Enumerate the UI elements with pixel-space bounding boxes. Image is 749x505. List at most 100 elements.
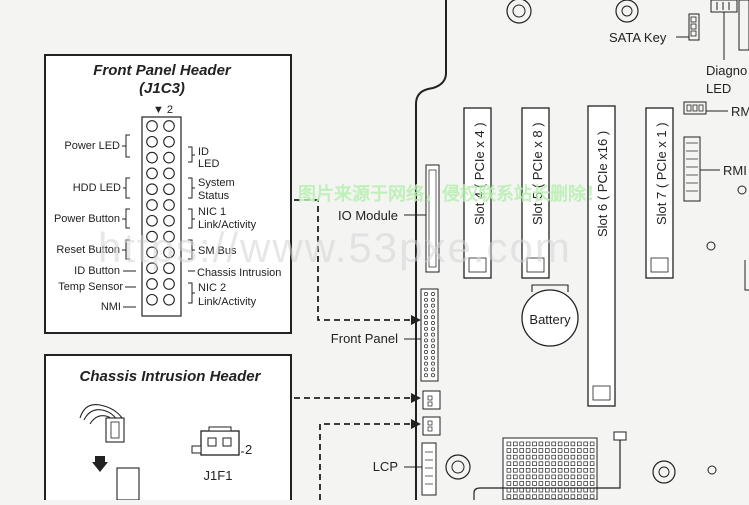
heatsink-cell bbox=[513, 474, 518, 480]
j1f1-pin-number: 2 bbox=[245, 442, 252, 457]
heatsink-cell bbox=[589, 448, 595, 453]
board-pin bbox=[431, 297, 435, 302]
header-pin bbox=[146, 262, 158, 275]
board-pin bbox=[431, 350, 435, 354]
header-pin bbox=[146, 151, 158, 164]
board-pin bbox=[424, 315, 428, 320]
heatsink-cell bbox=[557, 448, 563, 453]
right-brackets bbox=[188, 146, 195, 304]
heatsink-cell bbox=[583, 481, 588, 486]
heatsink-cell bbox=[564, 474, 569, 480]
heatsink-cell bbox=[589, 494, 595, 499]
lcp-label: LCP bbox=[373, 459, 398, 474]
heatsink-cell bbox=[538, 468, 544, 473]
heatsink-cell bbox=[506, 461, 512, 466]
heatsink-cell bbox=[519, 481, 524, 486]
heatsink-cell bbox=[570, 468, 576, 473]
label-hdd-led: HDD LED bbox=[73, 182, 121, 194]
front-panel-header-title: Front Panel Header bbox=[93, 62, 232, 79]
diagnostic-led-block bbox=[710, 0, 749, 60]
front-panel-connector bbox=[404, 288, 439, 382]
board-pin bbox=[424, 321, 428, 325]
heatsink-cell bbox=[570, 494, 576, 499]
board-pin bbox=[431, 315, 435, 320]
rm-label-1: RM bbox=[731, 104, 749, 119]
heatsink-cell bbox=[589, 441, 595, 447]
header-pin-block bbox=[141, 116, 182, 317]
board-pin bbox=[424, 297, 428, 302]
heatsink-cell bbox=[519, 441, 524, 447]
heatsink-cell bbox=[545, 468, 550, 473]
label-power-button: Power Button bbox=[54, 213, 120, 225]
arrow-head-front-panel bbox=[411, 315, 421, 325]
board-pin bbox=[424, 350, 428, 354]
heatsink-cell bbox=[551, 441, 556, 447]
label-id-led-2: LED bbox=[198, 158, 219, 170]
heatsink-cell bbox=[513, 494, 518, 499]
header-pin bbox=[163, 167, 175, 180]
heatsink-cell bbox=[538, 441, 544, 447]
board-pin bbox=[431, 344, 435, 349]
label-id-button: ID Button bbox=[74, 265, 120, 277]
header-pin bbox=[146, 183, 158, 196]
heatsink-cell bbox=[583, 448, 588, 453]
board-pin bbox=[424, 326, 428, 331]
heatsink-cell bbox=[513, 468, 518, 473]
heatsink-cell bbox=[519, 474, 524, 480]
intrusion-connector-board-2 bbox=[422, 416, 441, 436]
heatsink-cell bbox=[557, 461, 563, 466]
label-system-status-1: System bbox=[198, 177, 235, 189]
slot-5-label: Slot 5 ( PCIe x 8 ) bbox=[530, 122, 545, 225]
header-pin bbox=[146, 120, 158, 132]
heatsink-cell bbox=[525, 454, 531, 460]
board-pin bbox=[424, 292, 428, 296]
label-sm-bus: SM Bus bbox=[198, 245, 237, 257]
j1f1-connector bbox=[191, 426, 244, 456]
mounting-hole-top-right bbox=[615, 0, 639, 23]
mounting-hole-bottom-right bbox=[652, 460, 676, 484]
front-panel-label: Front Panel bbox=[331, 331, 398, 346]
small-hole-2 bbox=[707, 465, 717, 475]
sata-key-connector bbox=[676, 13, 700, 41]
board-pin bbox=[431, 373, 435, 378]
heatsink-cell bbox=[564, 441, 569, 447]
heatsink-cell bbox=[538, 454, 544, 460]
heatsink-cell bbox=[513, 481, 518, 486]
front-panel-header-subtitle: (J1C3) bbox=[139, 80, 185, 97]
board-pin bbox=[424, 367, 428, 372]
header-pin bbox=[146, 278, 158, 290]
heatsink-cell bbox=[538, 494, 544, 499]
small-hole-3 bbox=[737, 185, 747, 195]
header-pin bbox=[163, 120, 175, 132]
heatsink-cell bbox=[506, 441, 512, 447]
heatsink-cell bbox=[538, 481, 544, 486]
rm-connector-small bbox=[683, 101, 728, 115]
header-pin bbox=[146, 214, 158, 227]
battery bbox=[521, 284, 579, 347]
heatsink-cell bbox=[519, 468, 524, 473]
diagnostic-label-2: LED bbox=[706, 81, 731, 96]
slot-4-label: Slot 4 ( PCIe x 4 ) bbox=[472, 122, 487, 225]
board-pin bbox=[424, 332, 428, 337]
heatsink-cell bbox=[525, 494, 531, 499]
mounting-hole-bottom bbox=[445, 454, 471, 480]
heatsink-cell bbox=[525, 468, 531, 473]
header-pin bbox=[146, 167, 158, 180]
heatsink-cell bbox=[551, 468, 556, 473]
board-outline bbox=[415, 0, 447, 500]
heatsink-cell bbox=[532, 441, 537, 447]
header-pin bbox=[163, 199, 175, 211]
header-pin bbox=[163, 151, 175, 164]
header-pin bbox=[163, 293, 175, 306]
edge-component bbox=[744, 260, 749, 291]
heatsink-cell bbox=[545, 441, 550, 447]
heatsink-cell bbox=[570, 481, 576, 486]
heatsink-cell bbox=[577, 441, 582, 447]
heatsink-cell bbox=[532, 468, 537, 473]
heatsink-cell bbox=[577, 461, 582, 466]
heatsink-cell bbox=[557, 441, 563, 447]
rm-label-2: RMI bbox=[723, 163, 747, 178]
header-pin bbox=[163, 246, 175, 259]
heatsink-cell bbox=[577, 448, 582, 453]
heatsink-cell bbox=[570, 448, 576, 453]
